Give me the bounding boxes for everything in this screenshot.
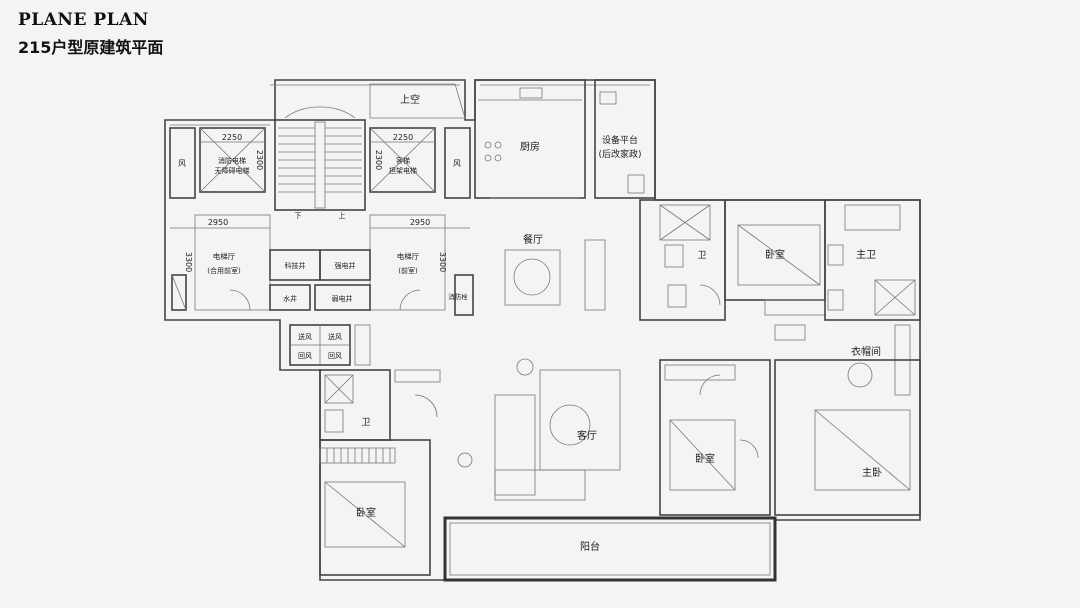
room-bath-2: 卫 <box>361 418 370 428</box>
room-bath-1: 卫 <box>697 251 706 261</box>
room-master-bath: 主卫 <box>856 249 876 261</box>
room-bedroom-3: 卧室 <box>356 506 376 519</box>
room-bedroom-2: 卧室 <box>695 452 715 465</box>
room-tech-shaft: 科技井 <box>285 261 306 270</box>
room-equipment-platform: 设备平台 <box>602 134 638 146</box>
room-living: 客厅 <box>577 429 597 442</box>
room-water-shaft: 水井 <box>283 294 297 303</box>
walls <box>164 79 921 582</box>
dim-hall-h-right: 3300 <box>438 252 447 272</box>
room-elevator-hall-left: 电梯厅 <box>213 251 236 261</box>
room-labels: 上空 厨房 设备平台 (后改家政) 消防电梯 无障碍电梯 客梯 担架电梯 风 风… <box>178 93 882 553</box>
room-bedroom-1: 卧室 <box>765 248 785 261</box>
room-elevator-hall-right-sub: (前室) <box>398 266 418 275</box>
room-fire-hydrant: 消防栓 <box>448 292 468 301</box>
room-fire-elevator: 消防电梯 <box>218 156 246 165</box>
room-elevator-hall-right: 电梯厅 <box>397 251 420 261</box>
room-balcony: 阳台 <box>580 540 600 553</box>
room-supply-air-2: 送风 <box>328 332 342 341</box>
room-elevator-hall-left-sub: (合用前室) <box>207 266 241 275</box>
stair-up: 上 <box>339 211 346 220</box>
room-power-shaft: 强电井 <box>335 261 356 270</box>
stair-down: 下 <box>295 212 302 220</box>
room-wind-left: 风 <box>178 159 186 168</box>
title-cn: 215户型原建筑平面 <box>18 38 164 57</box>
dim-hall-w-right: 2950 <box>410 218 430 227</box>
room-kitchen: 厨房 <box>520 140 540 153</box>
room-weak-power-shaft: 弱电井 <box>332 294 353 303</box>
room-closet: 衣帽间 <box>851 345 881 358</box>
room-dining: 餐厅 <box>523 233 543 246</box>
title-en: PLANE PLAN <box>18 10 149 30</box>
dim-elev-h-right: 2300 <box>374 150 383 170</box>
dimension-labels: 2250 2300 2250 2300 2950 3300 2950 3300 <box>170 133 470 272</box>
room-supply-air-1: 送风 <box>298 332 312 341</box>
room-fire-elevator-sub: 无障碍电梯 <box>215 166 250 175</box>
room-return-air-1: 回风 <box>298 352 312 360</box>
header: PLANE PLAN 215户型原建筑平面 <box>18 10 163 58</box>
room-master-bedroom: 主卧 <box>862 466 882 479</box>
room-passenger-elevator-sub: 担架电梯 <box>389 166 417 175</box>
dim-hall-h-left: 3300 <box>184 252 193 272</box>
room-void: 上空 <box>400 93 420 106</box>
room-return-air-2: 回风 <box>328 352 342 360</box>
room-passenger-elevator: 客梯 <box>396 156 410 165</box>
dim-hall-w-left: 2950 <box>208 218 228 227</box>
room-wind-right: 风 <box>453 159 461 168</box>
dim-elev-h-left: 2300 <box>255 150 264 170</box>
room-equipment-note: (后改家政) <box>598 148 641 160</box>
dim-elev-w-left: 2250 <box>222 133 242 142</box>
dim-elev-w-right: 2250 <box>393 133 413 142</box>
